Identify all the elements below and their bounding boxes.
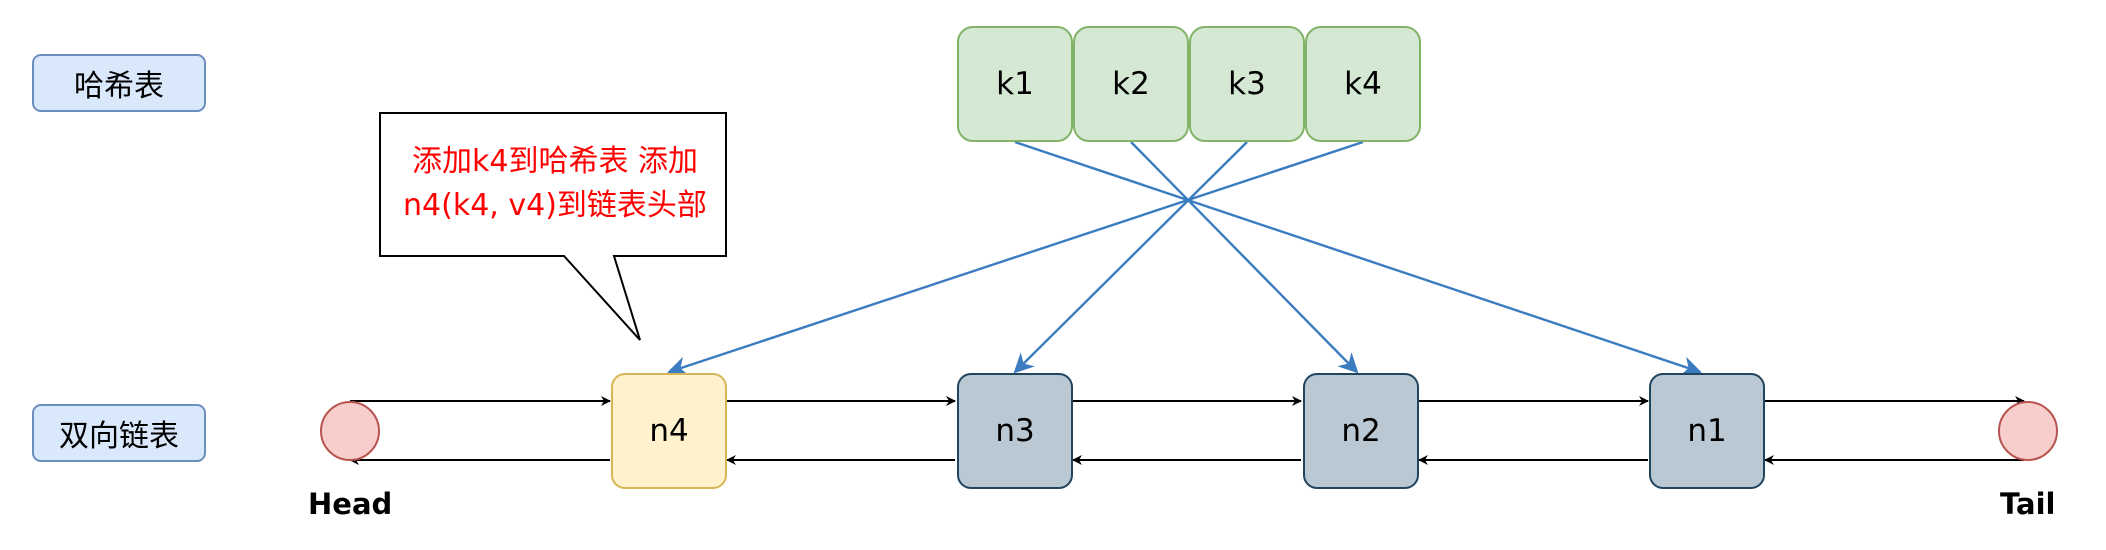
map-k3-n3 [1013,141,1248,374]
list-node: n1 [1649,373,1765,489]
callout-line-1: 添加k4到哈希表 添加 [412,144,698,179]
hash-key: k2 [1073,26,1189,142]
callout-bubble [379,112,727,341]
linked-list-label: 双向链表 [32,404,206,462]
map-k1-n1 [1014,140,1702,376]
list-node: n3 [957,373,1073,489]
tail-label: Tail [2000,487,2056,521]
key-to-node-arrows [667,140,1702,376]
map-k2-n2 [1130,141,1359,374]
list-node: n2 [1303,373,1419,489]
head-sentinel [320,401,380,461]
tail-sentinel [1998,401,2058,461]
hash-key: k3 [1189,26,1305,142]
hash-key: k4 [1305,26,1421,142]
list-node-new: n4 [611,373,727,489]
callout-line-2: n4(k4, v4)到链表头部 [403,188,707,223]
head-label: Head [308,487,393,521]
hash-key: k1 [957,26,1073,142]
map-k4-n4 [667,140,1364,376]
hash-table-label: 哈希表 [32,54,206,112]
callout-text: 添加k4到哈希表 添加 n4(k4, v4)到链表头部 [380,140,730,228]
